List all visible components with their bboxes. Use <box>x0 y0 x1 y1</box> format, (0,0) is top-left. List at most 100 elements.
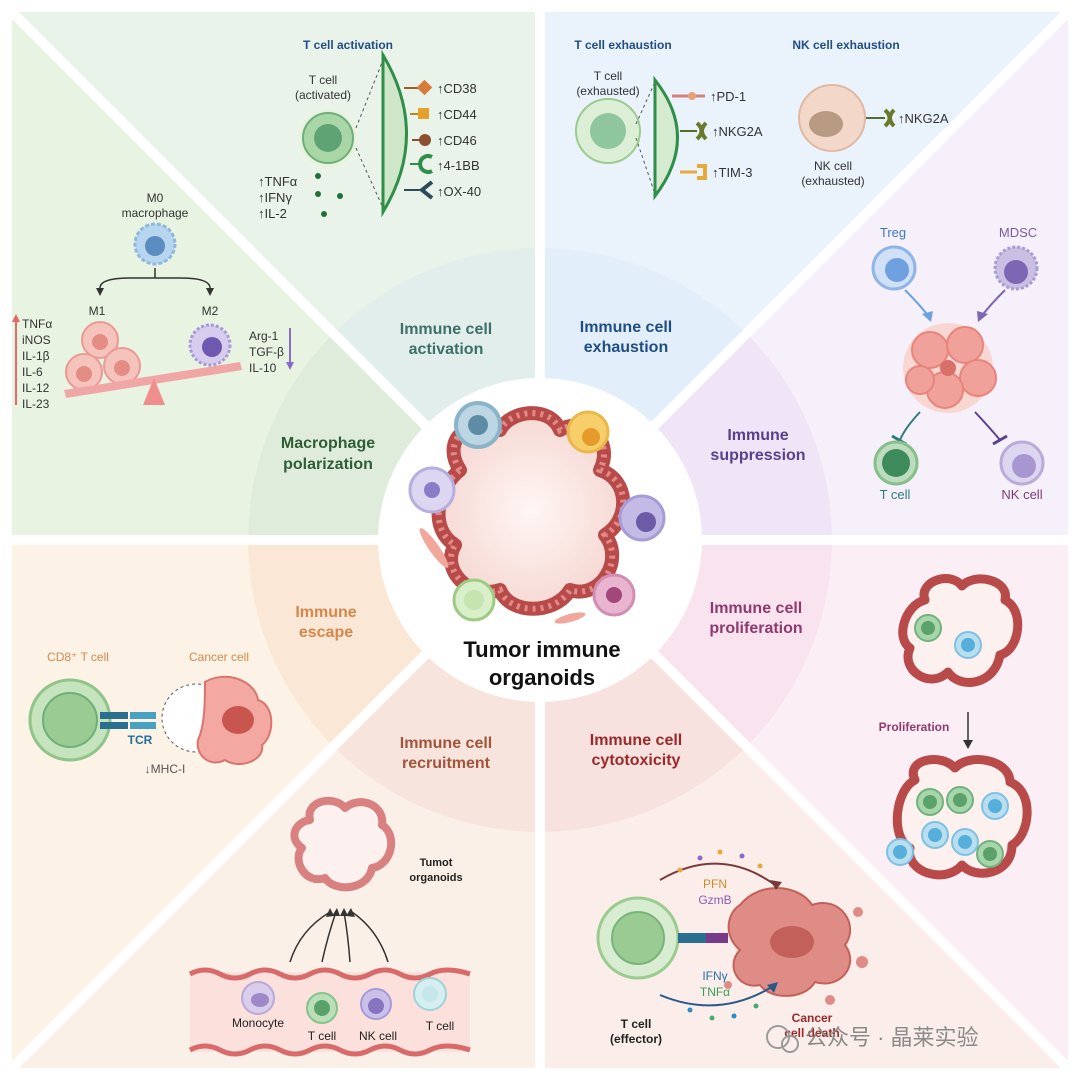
cancer-cell-death-icon <box>724 887 868 1005</box>
suppression-panel: Treg MDSC T cell NK cell <box>871 225 1045 502</box>
tcr-label: TCR <box>128 733 153 747</box>
polarization-label-2: polarization <box>283 456 373 473</box>
recruit-cell-label-2: T cell <box>308 1029 336 1043</box>
activation-marker-2: ↑CD44 <box>437 107 477 122</box>
pd-1-receptor-icon <box>688 92 696 100</box>
fibroblast-icon <box>419 528 449 568</box>
suppression-label-1: Immune <box>727 427 788 444</box>
recruitment-organoid-label-1: Tumot <box>420 857 453 869</box>
exhausted-membrane-zoom <box>653 75 679 201</box>
cytotoxicity-label-1: Immune cell <box>590 732 682 749</box>
organoid-before-icon <box>898 574 1023 687</box>
activation-cytokine-2: ↑IFNγ <box>258 190 292 205</box>
cytotoxicity-panel: PFN GzmB IFNγ TNFα Cancer cell death T c… <box>596 849 868 1046</box>
exhaustion-panel-title: T cell exhaustion <box>574 38 671 52</box>
effector-tcell-label-2: (effector) <box>610 1032 662 1046</box>
m1-cytokine-1: TNFα <box>22 317 52 331</box>
exhaustion-marker-3: ↑TIM-3 <box>712 165 752 180</box>
ox-40-receptor-icon <box>418 180 434 200</box>
m2-cytokine-2: TGF-β <box>249 345 284 359</box>
nk-marker: ↑NKG2A <box>898 111 949 126</box>
m0-label-2: macrophage <box>122 206 189 220</box>
tnfa-label: TNFα <box>700 985 730 999</box>
nk-nkg2a-receptor-icon <box>883 108 896 128</box>
escape-label-2: escape <box>299 624 353 641</box>
cd46-receptor-icon <box>419 134 431 146</box>
m2-label: M2 <box>202 304 219 318</box>
recruit-cell-label-4: T cell <box>426 1019 454 1033</box>
escape-label-1: Immune <box>295 604 356 621</box>
tumor-cluster-icon <box>903 323 997 413</box>
exhausted-tcell-label-2: (exhausted) <box>576 84 639 98</box>
recruitment-label-2: recruitment <box>402 755 491 772</box>
mdsc-label: MDSC <box>999 225 1037 240</box>
activation-marker-1: ↑CD38 <box>437 81 477 96</box>
recruitment-organoid-icon <box>290 796 395 892</box>
organoid-after-icon <box>892 755 1032 880</box>
exhaustion-label-2: exhaustion <box>584 339 668 356</box>
nk-exhaustion-title: NK cell exhaustion <box>792 38 899 52</box>
activated-tcell-label-1: T cell <box>309 73 337 87</box>
proliferation-label-2: proliferation <box>709 620 802 637</box>
cytotoxicity-label-2: cytotoxicity <box>592 752 681 769</box>
m2-cytokine-1: Arg-1 <box>249 329 279 343</box>
exhausted-nk-label-1: NK cell <box>814 159 852 173</box>
proliferation-label: Proliferation <box>879 720 950 734</box>
proliferation-panel: Proliferation <box>879 574 1032 880</box>
sector-labels: Immune cell activation Immune cell exhau… <box>281 319 806 772</box>
activation-marker-5: ↑OX-40 <box>437 184 481 199</box>
balance-beam <box>64 362 242 398</box>
watermark-text: 公众号 · 晶莱实验 <box>805 1025 979 1050</box>
exhaustion-panel: T cell exhaustion T cell (exhausted) ↑PD… <box>574 38 949 201</box>
cancer-death-label-1: Cancer <box>792 1011 833 1025</box>
m1-label: M1 <box>89 304 106 318</box>
exhausted-nk-label-2: (exhausted) <box>801 174 864 188</box>
nkg2a-receptor-icon <box>695 121 708 141</box>
treg-label: Treg <box>880 225 906 240</box>
center-title-1: Tumor immune <box>463 637 620 662</box>
polarization-panel: M0 macrophage M1 M2 TNFα iNOS IL-1β IL-6… <box>12 191 294 411</box>
tim-3-receptor-icon <box>697 164 707 180</box>
pfn-label: PFN <box>703 877 727 891</box>
center-title-2: organoids <box>489 665 595 690</box>
activation-cytokine-1: ↑TNFα <box>258 174 298 189</box>
cancer-death-label-2: cell death <box>784 1026 839 1040</box>
m2-cytokine-3: IL-10 <box>249 361 277 375</box>
center-organoid: Tumor immune organoids <box>408 401 666 690</box>
mhc-label: ↓MHC-I <box>145 762 186 776</box>
recruitment-label-1: Immune cell <box>400 735 492 752</box>
polarization-label-1: Macrophage <box>281 435 375 452</box>
escape-panel: CD8⁺ T cell Cancer cell TCR ↓MHC-I <box>28 650 273 776</box>
m1-cytokine-2: iNOS <box>22 333 51 347</box>
activation-marker-3: ↑CD46 <box>437 133 477 148</box>
activated-tcell-label-2: (activated) <box>295 88 351 102</box>
activation-cytokine-3: ↑IL-2 <box>258 206 287 221</box>
gzmb-label: GzmB <box>698 893 731 907</box>
m1-cytokine-5: IL-12 <box>22 381 50 395</box>
proliferation-label-1: Immune cell <box>710 600 802 617</box>
m1-cytokine-4: IL-6 <box>22 365 43 379</box>
recruitment-organoid-label-2: organoids <box>409 872 462 884</box>
recruit-cell-label-1: Monocyte <box>232 1016 284 1030</box>
activation-label-1: Immune cell <box>400 321 492 338</box>
suppressed-nk-label: NK cell <box>1001 487 1042 502</box>
recruit-cell-label-3: NK cell <box>359 1029 397 1043</box>
ifng-label: IFNγ <box>702 969 727 983</box>
cancer-cell-label: Cancer cell <box>189 650 249 664</box>
activation-marker-4: ↑4-1BB <box>437 158 480 173</box>
suppressed-tcell-label: T cell <box>880 487 911 502</box>
m1-cytokine-6: IL-23 <box>22 397 50 411</box>
watermark: 公众号 · 晶莱实验 <box>766 1025 979 1053</box>
m1-cytokine-3: IL-1β <box>22 349 50 363</box>
4-1bb-receptor-icon <box>418 154 433 174</box>
cd8-tcell-label: CD8⁺ T cell <box>47 650 109 664</box>
activation-label-2: activation <box>409 341 484 358</box>
exhausted-tcell-label-1: T cell <box>594 69 622 83</box>
m0-label-1: M0 <box>147 191 164 205</box>
suppression-label-2: suppression <box>710 447 805 464</box>
membrane-zoom <box>381 49 408 218</box>
cd44-receptor-icon <box>418 108 429 119</box>
balance-fulcrum <box>143 378 165 405</box>
exhaustion-marker-2: ↑NKG2A <box>712 124 763 139</box>
